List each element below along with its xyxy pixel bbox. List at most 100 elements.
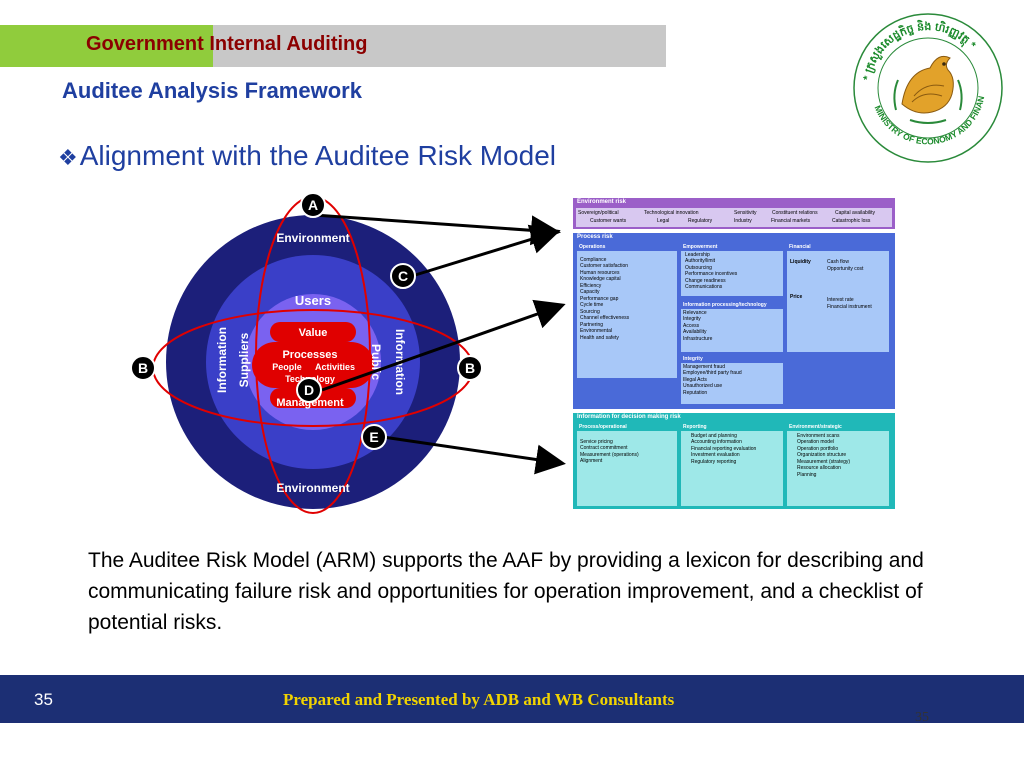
page-number: 35	[915, 710, 929, 725]
risk-list-item: Partnering	[580, 321, 604, 328]
process-operational-title: Process/operational	[577, 424, 677, 431]
footer-credit: Prepared and Presented by ADB and WB Con…	[283, 690, 675, 709]
marker-a-label: A	[308, 197, 318, 213]
slide-number: 35	[34, 690, 53, 709]
bullet-heading: ❖Alignment with the Auditee Risk Model	[58, 140, 556, 172]
arrow-c	[411, 224, 561, 278]
activities-label: Activities	[315, 362, 355, 372]
users-label: Users	[295, 293, 331, 308]
risk-list-item: Opportunity cost	[827, 265, 864, 272]
env-item: Regulatory	[688, 218, 713, 224]
risk-list-item: Accounting information	[691, 439, 742, 445]
risk-list-item: Operation portfolio	[797, 445, 839, 452]
risk-list-item: Knowledge capital	[580, 276, 621, 282]
arrow-e	[382, 435, 566, 475]
risk-list-item: Sourcing	[580, 308, 600, 315]
marker-e: E	[361, 424, 387, 450]
risk-model-table: Environment risk Sovereign/political Tec…	[570, 195, 896, 513]
risk-list-item: Channel effectiveness	[580, 315, 630, 321]
risk-list-item: Relevance	[683, 309, 707, 316]
risk-list-item: Service pricing	[580, 438, 613, 445]
ministry-seal-icon: * ក្រសួងសេដ្ឋកិច្ច និង ហិរញ្ញវត្ថុ * MIN…	[849, 4, 1003, 163]
marker-b-left-label: B	[138, 360, 148, 376]
header-title: Government Internal Auditing	[86, 33, 368, 55]
env-item: Technological innovation	[644, 210, 699, 216]
risk-list-item: Communications	[685, 284, 723, 290]
public-label: Public	[369, 344, 383, 380]
risk-list-item: Unauthorized use	[683, 383, 723, 389]
risk-list-item: Leadership	[685, 251, 710, 258]
risk-list-item: Resource allocation	[797, 465, 841, 471]
environment-strategic-title: Environment/strategic	[787, 424, 889, 431]
reporting-title: Reporting	[681, 424, 783, 431]
risk-list-item: Alignment	[580, 458, 603, 464]
risk-list-item: Contract commitment	[580, 445, 628, 451]
risk-list-item: Efficiency	[580, 282, 602, 289]
risk-list-item: Reputation	[683, 389, 708, 396]
env-item: Financial markets	[771, 218, 811, 224]
risk-list-item: Outsourcing	[685, 264, 712, 271]
risk-list-item: Management fraud	[683, 363, 725, 370]
decision-risk-section: Information for decision making risk Pro…	[573, 413, 895, 509]
information-left-label: Information	[215, 327, 229, 393]
price-label: Price	[790, 294, 803, 300]
suppliers-label: Suppliers	[237, 332, 251, 387]
environment-risk-title: Environment risk	[577, 199, 627, 205]
value-band	[270, 322, 356, 342]
people-label: People	[272, 362, 302, 372]
slide-subtitle: Auditee Analysis Framework	[62, 78, 362, 103]
risk-list-item: Authority/limit	[685, 258, 716, 264]
marker-e-label: E	[369, 429, 378, 445]
risk-list-item: Investment evaluation	[691, 452, 740, 458]
risk-list-item: Measurement (operations)	[580, 451, 639, 458]
risk-list-item: Customer satisfaction	[580, 263, 629, 269]
risk-list-item: Performance gap	[580, 295, 619, 302]
risk-list-item: Cash flow	[827, 259, 849, 265]
env-item: Catastrophic loss	[832, 218, 871, 224]
env-item: Industry	[734, 218, 752, 224]
integrity-title: Integrity	[681, 356, 783, 363]
risk-list-item: Regulatory reporting	[691, 458, 737, 465]
risk-list-item: Integrity	[683, 316, 701, 322]
risk-list-item: Planning	[797, 471, 817, 478]
marker-d-label: D	[304, 382, 314, 398]
env-item: Sensitivity	[734, 210, 757, 216]
risk-list-item: Budget and planning	[691, 432, 737, 439]
risk-list-item: Environmental	[580, 328, 612, 334]
marker-b-right: B	[457, 355, 483, 381]
info-tech-title: Information processing/technology	[681, 302, 783, 309]
marker-b-left: B	[130, 355, 156, 381]
risk-list-item: Cycle time	[580, 302, 604, 308]
risk-list-item: Interest rate	[827, 297, 854, 303]
marker-c-label: C	[398, 268, 408, 284]
risk-list-item: Illegal Acts	[683, 376, 707, 383]
marker-a: A	[300, 192, 326, 218]
risk-list-item: Financial reporting evaluation	[691, 445, 757, 452]
ministry-logo: * ក្រសួងសេដ្ឋកិច្ច និង ហិរញ្ញវត្ថុ * MIN…	[849, 4, 1004, 164]
env-item: Capital availability	[835, 210, 876, 216]
body-paragraph: The Auditee Risk Model (ARM) supports th…	[88, 549, 924, 634]
arrow-d	[321, 299, 566, 392]
risk-list-item: Human resources	[580, 269, 620, 276]
marker-b-right-label: B	[465, 360, 475, 376]
liquidity-label: Liquidity	[790, 259, 811, 265]
arrow-a	[313, 213, 561, 246]
risk-list-item: Measurement (strategy)	[797, 458, 851, 465]
env-item: Legal	[657, 218, 670, 224]
risk-list-item: Environment scans	[797, 432, 840, 439]
marker-d: D	[296, 377, 322, 403]
environment-bottom-label: Environment	[276, 481, 349, 495]
env-item: Customer wants	[590, 218, 627, 224]
risk-list-item: Operation model	[797, 439, 834, 445]
footer-bar	[0, 675, 1024, 723]
